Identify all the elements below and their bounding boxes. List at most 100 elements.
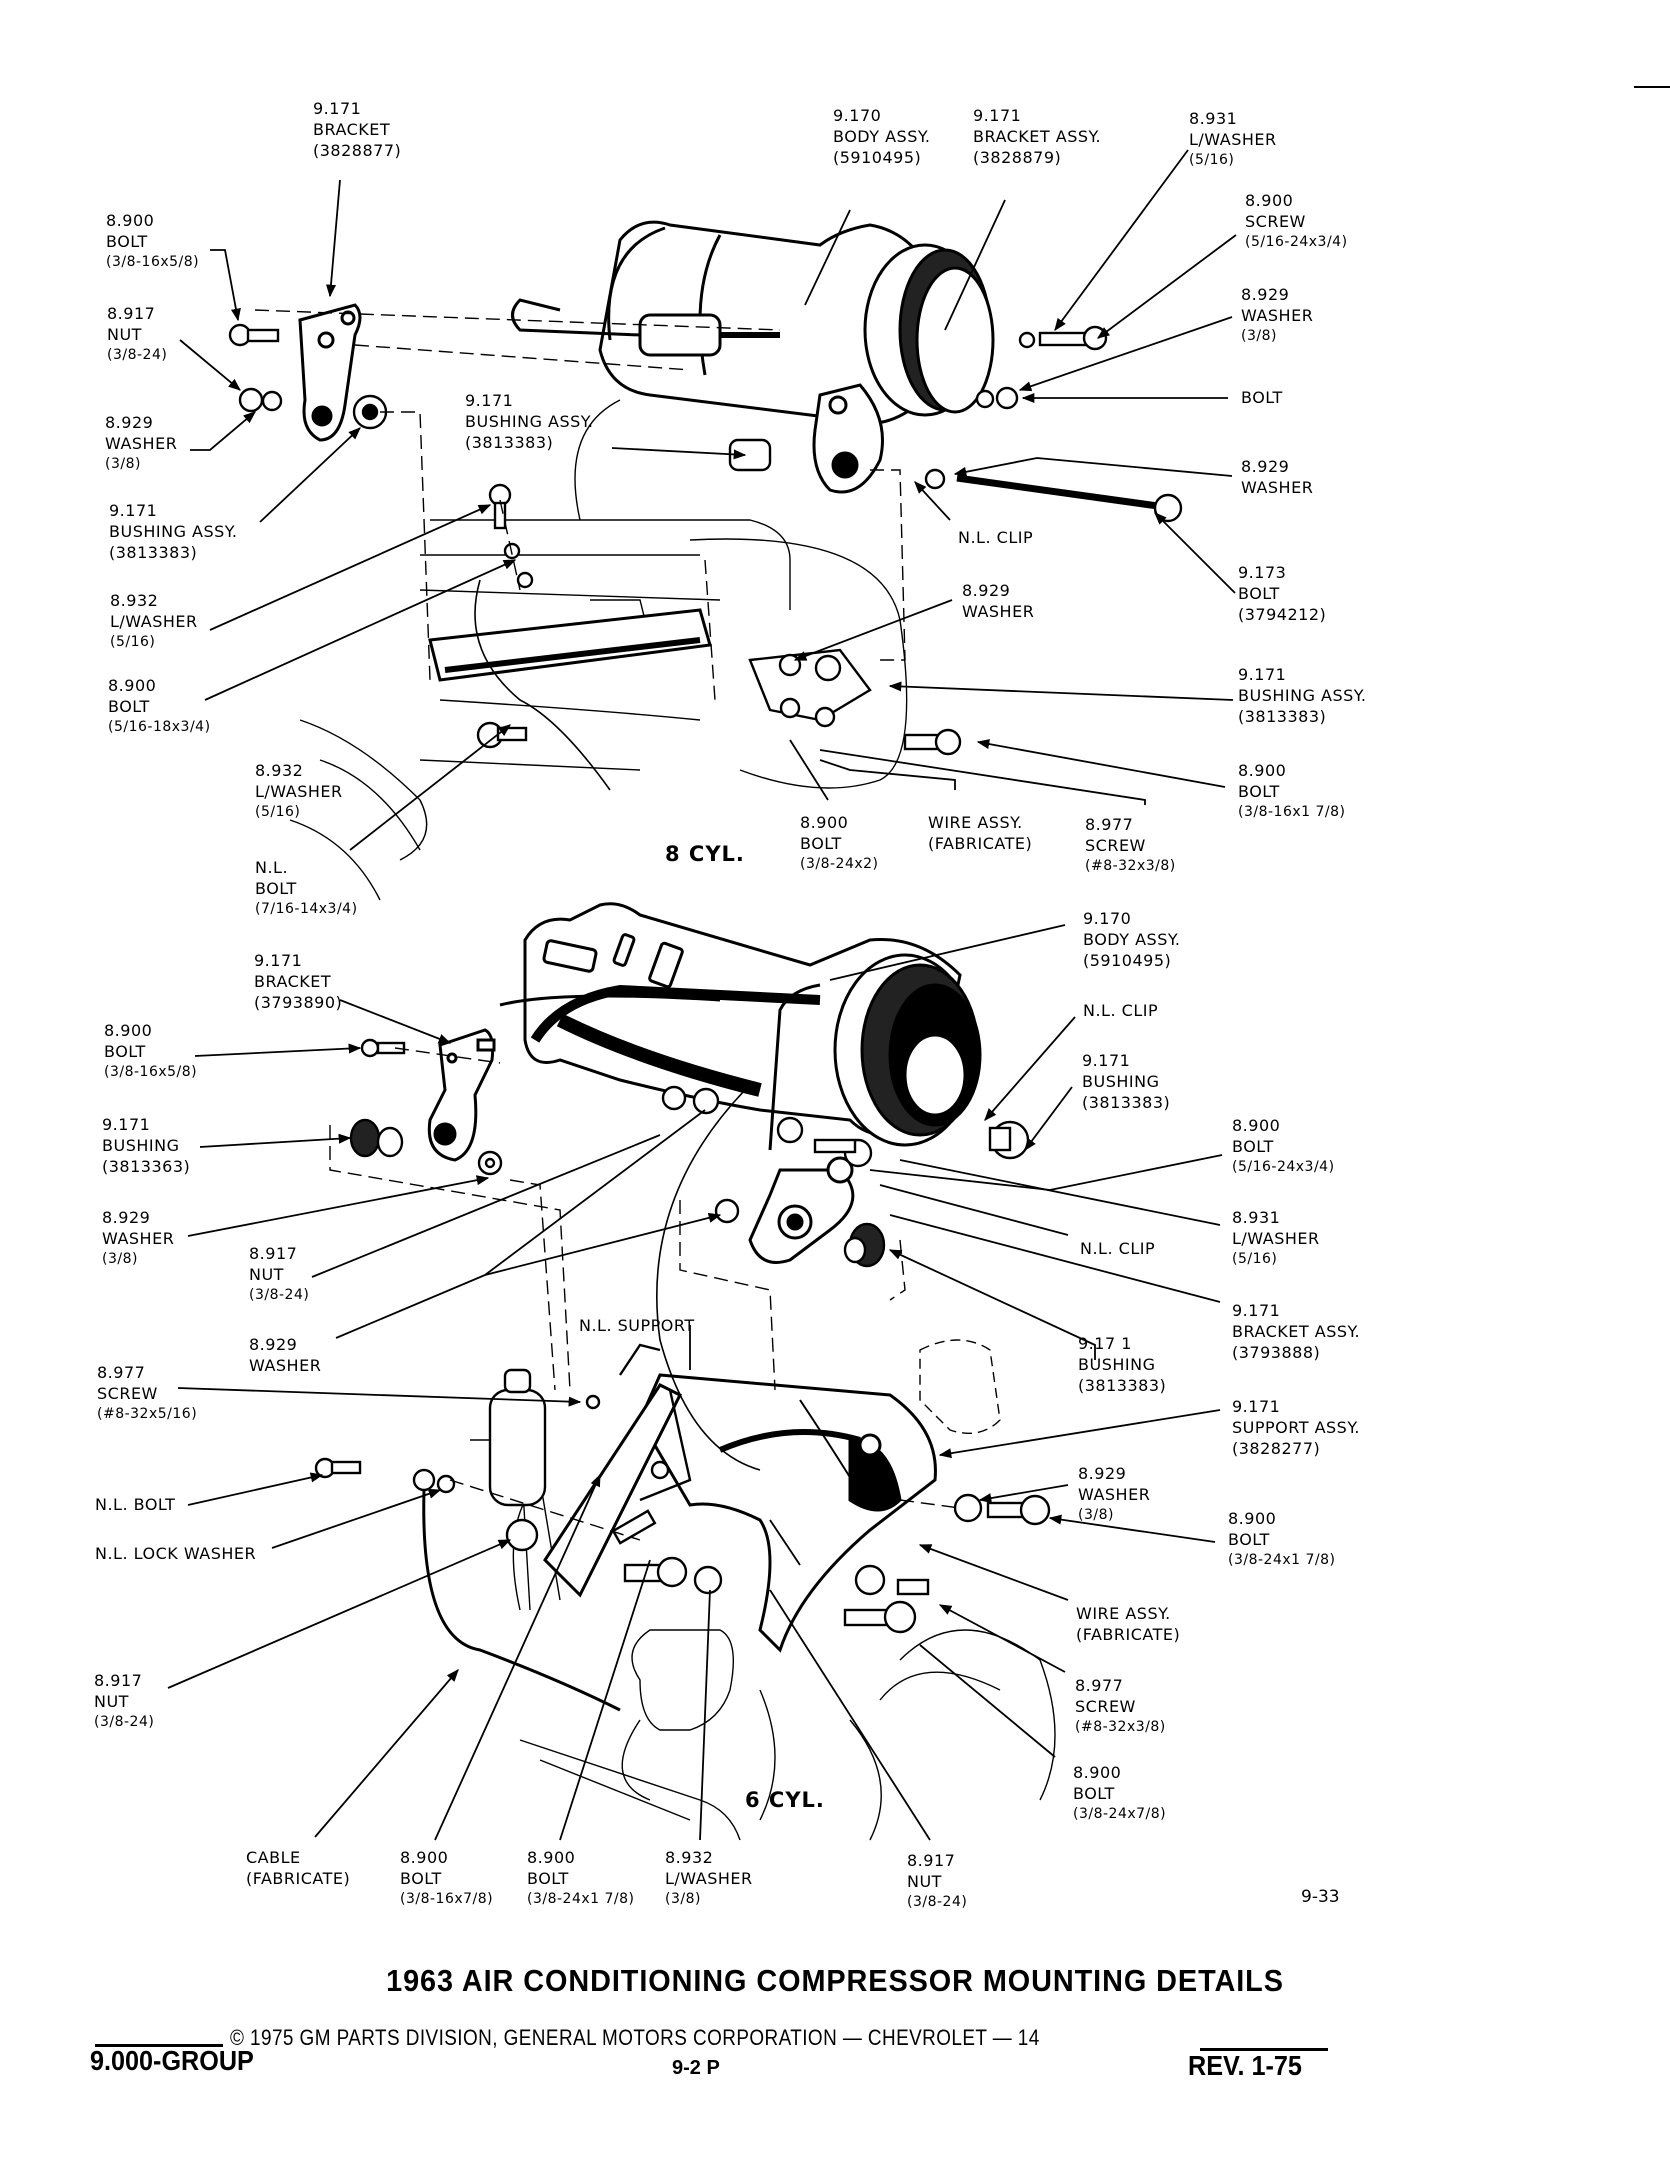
callout-bolt-plain: BOLT: [1241, 387, 1283, 408]
part-name: SCREW: [1085, 836, 1146, 855]
callout-bolt-5-16-24x3-4-b: 8.900 BOLT (5/16-24x3/4): [1232, 1115, 1335, 1178]
rule-left: [95, 2044, 223, 2047]
part-spec: (3813383): [465, 433, 554, 452]
part-spec: (5/16-24x3/4): [1245, 234, 1348, 250]
part-spec: (3/8): [665, 1891, 701, 1907]
part-name: BOLT: [1238, 782, 1280, 801]
callout-lwasher-5-16-top: 8.931 L/WASHER (5/16): [1189, 108, 1277, 171]
leader-lines-6cyl: [167, 924, 1223, 1841]
callout-bushing-assy-right: 9.171 BUSHING ASSY. (3813383): [1238, 664, 1366, 727]
part-spec: (3/8-16x5/8): [104, 1064, 198, 1080]
callout-washer-3-8-c: 8.929 WASHER (3/8): [1078, 1463, 1150, 1526]
revision-label: REV. 1-75: [1188, 2050, 1302, 2081]
part-name: BODY ASSY.: [1083, 930, 1181, 949]
part-name: NUT: [907, 1872, 942, 1891]
part-number: 9.171: [1082, 1051, 1131, 1070]
bracket-assy-6cyl-right: [748, 1156, 855, 1264]
callout-bolt-5-16-18x3-4: 8.900 BOLT (5/16-18x3/4): [108, 675, 211, 738]
part-name: BOLT: [800, 834, 842, 853]
part-spec: (5/16-24x3/4): [1232, 1159, 1335, 1175]
part-number: 9.170: [1083, 909, 1132, 928]
part-spec: (3/8-24x1 7/8): [527, 1891, 635, 1907]
part-number: 8.917: [249, 1244, 298, 1263]
callout-screw-8-32x3-8-top: 8.977 SCREW (#8-32x3/8): [1085, 814, 1176, 877]
part-number: 9.171: [109, 501, 158, 520]
part-number: 8.900: [1232, 1116, 1281, 1135]
callout-bolt-3-8-24x1-7-8-b: 8.900 BOLT (3/8-24x1 7/8): [527, 1847, 635, 1910]
part-name: BOLT: [1073, 1784, 1115, 1803]
part-number: N.L.: [255, 858, 289, 877]
diagram-8-cyl: [179, 149, 1237, 901]
diagram-6-cyl: [167, 902, 1223, 1841]
part-spec: (3828277): [1232, 1439, 1321, 1458]
part-name: BOLT: [108, 697, 150, 716]
part-number: 8.917: [94, 1671, 143, 1690]
part-name: WASHER: [962, 602, 1035, 621]
callout-bushing-3813383-b: 9.171 BUSHING (3813383): [1082, 1050, 1170, 1113]
part-name: BRACKET ASSY.: [1232, 1322, 1361, 1341]
part-spec: (#8-32x3/8): [1075, 1719, 1166, 1735]
part-name: BUSHING ASSY.: [465, 412, 594, 431]
part-spec: (3828879): [973, 148, 1062, 167]
callout-bushing-3813363: 9.171 BUSHING (3813363): [102, 1114, 190, 1177]
part-spec: (FABRICATE): [1076, 1625, 1181, 1644]
part-number: 9.171: [313, 99, 362, 118]
compressor-body-6cyl: [499, 902, 982, 1151]
callout-nut-3-8-24-c: 8.917 NUT (3/8-24): [94, 1670, 154, 1733]
copyright-line: © 1975 GM PARTS DIVISION, GENERAL MOTORS…: [230, 2025, 1040, 2050]
callout-lwasher-5-16-left: 8.932 L/WASHER (5/16): [110, 590, 198, 653]
part-name: BOLT: [255, 879, 297, 898]
part-name: BRACKET ASSY.: [973, 127, 1102, 146]
part-name: BRACKET: [254, 972, 332, 991]
part-name: BOLT: [527, 1869, 569, 1888]
part-name: BOLT: [1228, 1530, 1270, 1549]
part-name: BODY ASSY.: [833, 127, 931, 146]
part-name: WASHER: [249, 1356, 322, 1375]
page-number: 9-2 P: [672, 2057, 720, 2079]
part-name: NUT: [94, 1692, 129, 1711]
part-spec: (3/8): [1078, 1507, 1114, 1523]
callout-wire-assy-b: WIRE ASSY. (FABRICATE): [1076, 1603, 1180, 1645]
bracket-assy-8cyl: [812, 383, 884, 494]
callout-bracket-assy-3793888: 9.171 BRACKET ASSY. (3793888): [1232, 1300, 1360, 1363]
callout-bracket-assy-3828879: 9.171 BRACKET ASSY. (3828879): [973, 105, 1101, 168]
part-spec: (3/8-16x1 7/8): [1238, 804, 1346, 820]
part-name: SCREW: [97, 1384, 158, 1403]
part-name: L/WASHER: [110, 612, 198, 631]
part-number: 8.931: [1232, 1208, 1281, 1227]
engine-outline-8cyl: [289, 399, 908, 901]
callout-washer-b2: 8.929 WASHER: [249, 1334, 321, 1376]
callout-washer-3-8-b: 8.929 WASHER (3/8): [102, 1207, 174, 1270]
part-name: SUPPORT ASSY.: [1232, 1418, 1360, 1437]
part-name: CABLE: [246, 1848, 301, 1867]
part-spec: (3/8-24x1 7/8): [1228, 1552, 1336, 1568]
caption-6-cyl: 6 CYL.: [745, 1788, 825, 1812]
callout-cable: CABLE (FABRICATE): [246, 1847, 350, 1889]
support-assy-6cyl: [543, 1373, 937, 1653]
part-spec: (3/8-24): [94, 1714, 155, 1730]
part-name: BUSHING: [1082, 1072, 1160, 1091]
part-number: 9.171: [1232, 1301, 1281, 1320]
part-number: 8.900: [108, 676, 157, 695]
part-spec: (5/16): [1189, 152, 1235, 168]
part-number: 8.931: [1189, 109, 1238, 128]
part-number: 9.17 1: [1078, 1334, 1132, 1353]
callout-nl-lock-washer: N.L. LOCK WASHER: [95, 1543, 256, 1564]
part-number: 8.929: [249, 1335, 298, 1354]
callout-washer-right-2: 8.929 WASHER: [1241, 456, 1313, 498]
part-number: 9.171: [254, 951, 303, 970]
part-number: 8.900: [800, 813, 849, 832]
part-number: 8.917: [107, 304, 156, 323]
callout-bolt-3-8-16x5-8: 8.900 BOLT (3/8-16x5/8): [106, 210, 199, 273]
part-name: WASHER: [1078, 1485, 1151, 1504]
callout-nut-3-8-24: 8.917 NUT (3/8-24): [107, 303, 167, 366]
part-name: BOLT: [1232, 1137, 1274, 1156]
callout-bracket-3828877: 9.171 BRACKET (3828877): [313, 98, 401, 161]
callout-nut-3-8-24-b: 8.917 NUT (3/8-24): [249, 1243, 309, 1306]
compressor-body-8cyl: [511, 220, 995, 425]
callout-support-assy-3828277: 9.171 SUPPORT ASSY. (3828277): [1232, 1396, 1360, 1459]
hardware-8cyl: [228, 323, 1183, 791]
part-spec: (5910495): [1083, 951, 1172, 970]
callout-screw-8-32x5-16: 8.977 SCREW (#8-32x5/16): [97, 1362, 197, 1425]
